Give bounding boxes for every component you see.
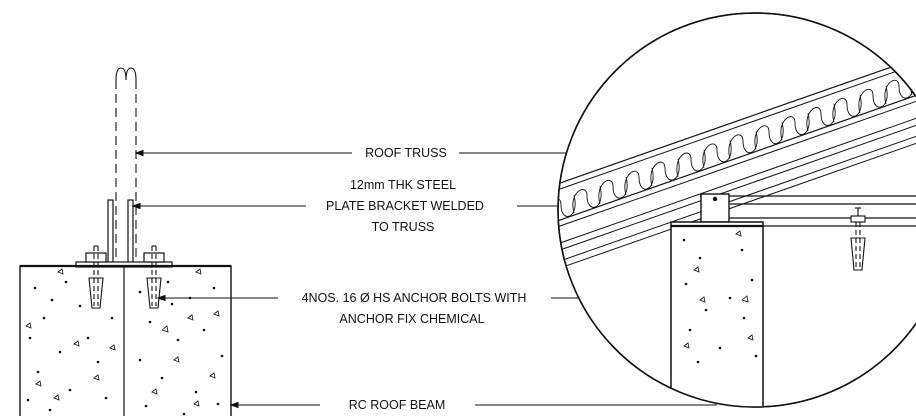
detail-anchor-bolt bbox=[850, 207, 866, 271]
truss-lower-layers bbox=[558, 102, 916, 276]
roof-truss-label: ROOF TRUSS bbox=[365, 146, 447, 160]
rc-roof-beam-section bbox=[19, 264, 232, 416]
bracket-label-line3: TO TRUSS bbox=[372, 220, 435, 234]
detail-steel-bracket bbox=[700, 193, 730, 223]
enlarged-detail bbox=[557, 12, 916, 408]
truss-member bbox=[115, 67, 137, 266]
left-elevation bbox=[19, 67, 232, 416]
anchor-label-line2: ANCHOR FIX CHEMICAL bbox=[339, 312, 484, 326]
anchor-nuts bbox=[85, 252, 165, 263]
anchor-bolt-left bbox=[88, 245, 104, 309]
callout-texts: ROOF TRUSS 12mm THK STEEL PLATE BRACKET … bbox=[302, 146, 527, 412]
bracket-label-line2: PLATE BRACKET WELDED bbox=[326, 199, 484, 213]
rc-roof-beam-label: RC ROOF BEAM bbox=[349, 398, 446, 412]
steel-plate-bracket bbox=[107, 199, 134, 265]
anchor-label-line1: 4NOS. 16 Ø HS ANCHOR BOLTS WITH bbox=[302, 291, 527, 305]
anchor-bolt-right bbox=[146, 245, 162, 309]
detail-rc-beam bbox=[670, 221, 764, 407]
bracket-label-line1: 12mm THK STEEL bbox=[350, 178, 456, 192]
